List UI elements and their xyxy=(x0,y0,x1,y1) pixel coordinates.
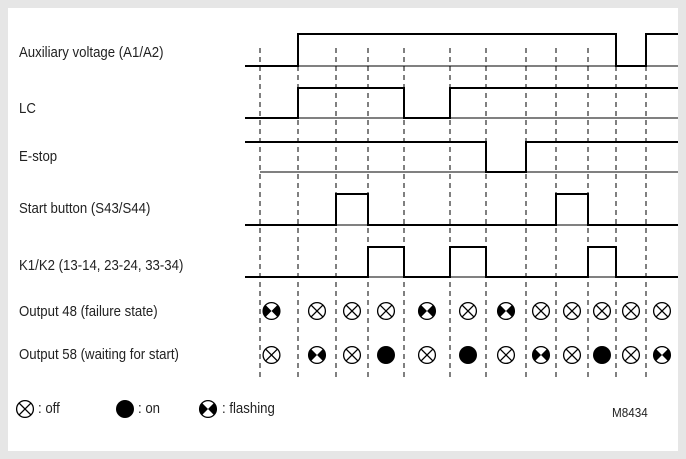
legend-off-icon-cross xyxy=(18,402,32,416)
output-state-flashing-wedge xyxy=(427,305,436,317)
output-state-flashing-wedge xyxy=(271,305,280,317)
figure-code: M8434 xyxy=(612,405,648,420)
signal-waveform xyxy=(245,141,678,173)
signal-waveform xyxy=(245,87,678,119)
output-state-off-cross xyxy=(345,348,359,362)
output-state-on xyxy=(377,346,395,364)
legend-flashing-text: : flashing xyxy=(222,400,275,417)
output-state-off-cross xyxy=(461,304,475,318)
output-state-flashing-wedge xyxy=(308,349,317,361)
signal-label-e-stop: E-stop xyxy=(19,148,58,165)
output-state-flashing-wedge xyxy=(662,349,671,361)
timing-diagram xyxy=(15,33,678,419)
signal-label-start-button: Start button (S43/S44) xyxy=(19,200,151,217)
output-label-48: Output 48 (failure state) xyxy=(19,303,158,320)
output-state-on xyxy=(593,346,611,364)
legend-on-text: : on xyxy=(138,400,161,417)
output-label-58: Output 58 (waiting for start) xyxy=(19,346,179,363)
output-state-flashing-wedge xyxy=(497,305,506,317)
output-state-off-cross xyxy=(265,348,278,362)
legend-flashing-icon-wedge xyxy=(199,403,208,415)
output-state-off-cross xyxy=(624,304,638,318)
signal-waveform xyxy=(245,193,678,226)
output-state-off-cross xyxy=(420,348,434,362)
output-state-off-cross xyxy=(534,304,548,318)
output-state-off-cross xyxy=(624,348,638,362)
legend-on-icon xyxy=(116,400,134,418)
output-state-flashing-wedge xyxy=(418,305,427,317)
signal-waveform xyxy=(245,246,678,278)
output-state-off-cross xyxy=(345,304,359,318)
output-state-on xyxy=(459,346,477,364)
output-state-off-cross xyxy=(655,304,669,318)
output-state-off-cross xyxy=(595,304,609,318)
output-state-off-cross xyxy=(310,304,324,318)
signal-label-k1-k2: K1/K2 (13-14, 23-24, 33-34) xyxy=(19,257,184,274)
output-state-flashing-wedge xyxy=(263,305,272,317)
output-state-flashing-wedge xyxy=(653,349,662,361)
legend-flashing-icon-wedge xyxy=(208,403,217,415)
timing-diagram-panel: Auxiliary voltage (A1/A2) LC E-stop Star… xyxy=(8,8,678,451)
signal-label-auxiliary-voltage: Auxiliary voltage (A1/A2) xyxy=(19,44,164,61)
output-state-flashing-wedge xyxy=(541,349,550,361)
output-state-flashing-wedge xyxy=(506,305,515,317)
output-state-flashing-wedge xyxy=(532,349,541,361)
output-state-off-cross xyxy=(499,348,513,362)
signal-waveform xyxy=(245,33,678,67)
legend-off-text: : off xyxy=(38,400,60,417)
signal-label-lc: LC xyxy=(19,100,36,117)
output-state-flashing-wedge xyxy=(317,349,326,361)
output-state-off-cross xyxy=(379,304,393,318)
output-state-off-cross xyxy=(565,348,579,362)
output-state-off-cross xyxy=(565,304,579,318)
